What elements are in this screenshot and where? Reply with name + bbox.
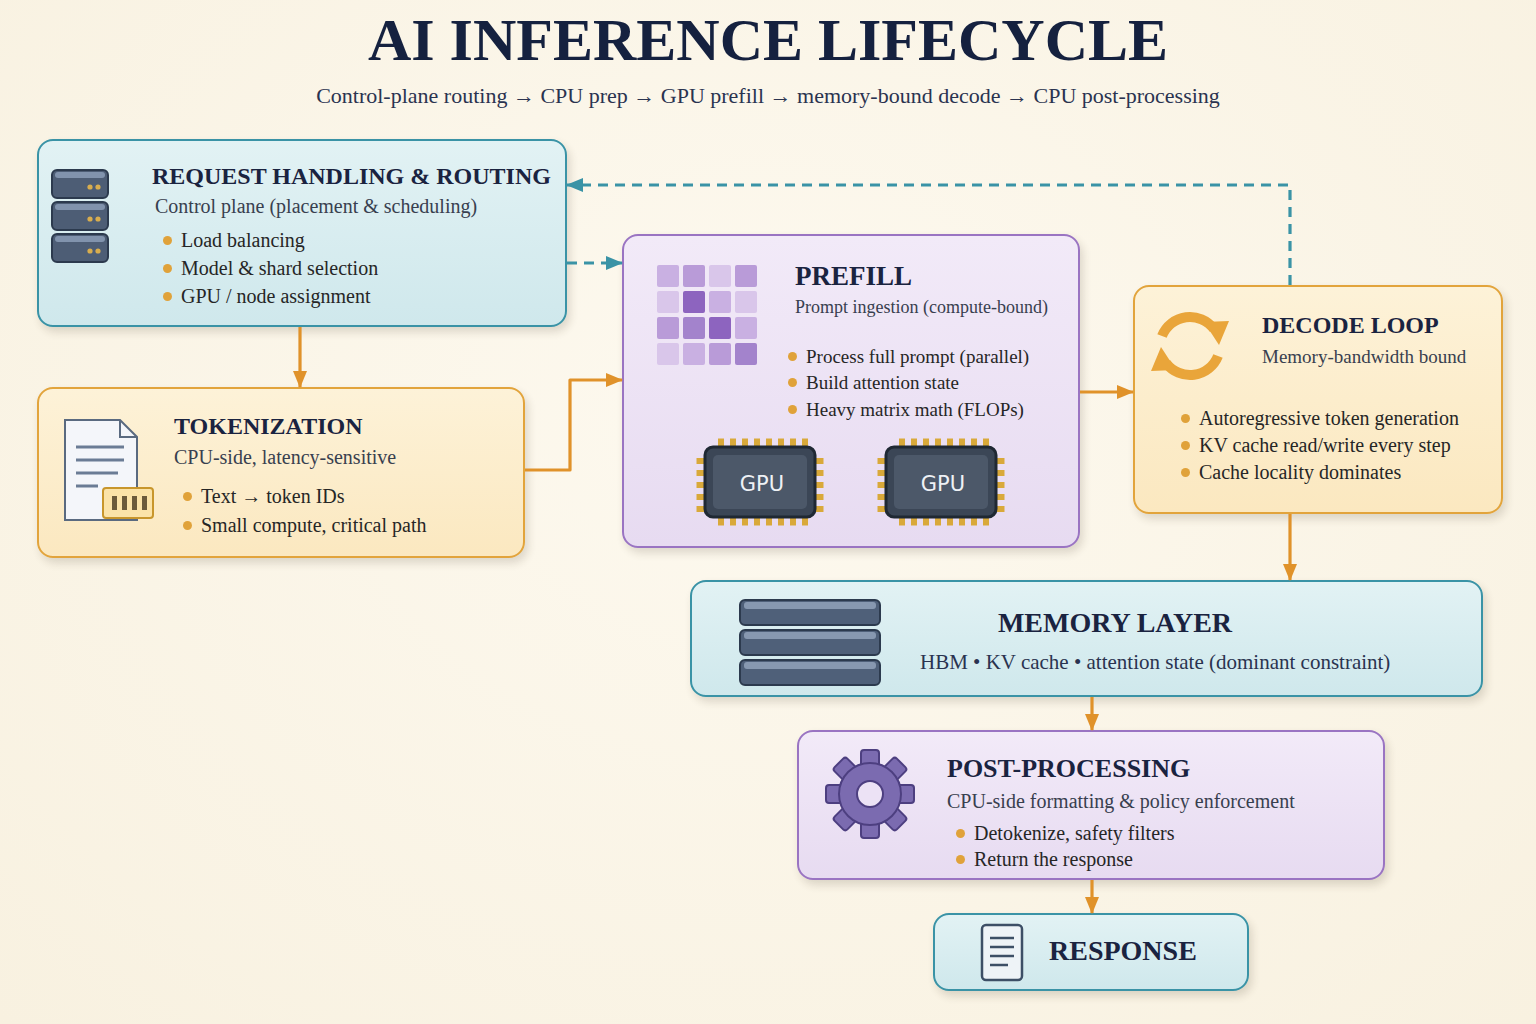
box-heading: TOKENIZATION	[174, 413, 363, 441]
bullet-item: Process full prompt (parallel)	[787, 346, 1029, 368]
bullet-item: GPU / node assignment	[162, 285, 370, 308]
bullet-item: Model & shard selection	[162, 257, 378, 280]
box-heading: RESPONSE	[1049, 935, 1197, 967]
postprocessing-box: POST-PROCESSING CPU-side formatting & pol…	[797, 730, 1385, 880]
bullet-item: Small compute, critical path	[182, 514, 427, 537]
routing-box: REQUEST HANDLING & ROUTING Control plane …	[37, 139, 567, 327]
box-subtitle: Control plane (placement & scheduling)	[155, 195, 477, 218]
gpu-chip: GPU	[878, 439, 1008, 529]
tokenization-box: TOKENIZATION CPU-side, latency-sensitiveT…	[37, 387, 525, 558]
memory-box: MEMORY LAYER HBM • KV cache • attention s…	[690, 580, 1483, 697]
bullet-item: Return the response	[955, 848, 1133, 871]
flow-arrow	[1288, 514, 1291, 580]
box-subtitle: Memory-bandwidth bound	[1262, 346, 1466, 368]
flow-arrow	[1090, 880, 1093, 913]
response-box: RESPONSE	[933, 913, 1249, 991]
bullet-item: Build attention state	[787, 372, 959, 394]
flow-arrow	[1090, 697, 1093, 730]
box-heading: PREFILL	[795, 261, 912, 292]
prefill-box: PREFILL Prompt ingestion (compute-bound) P…	[622, 234, 1080, 548]
bullet-item: Heavy matrix math (FLOPs)	[787, 399, 1024, 421]
box-subtitle: CPU-side formatting & policy enforcement	[947, 790, 1295, 813]
diagram-subtitle: Control-plane routing → CPU prep → GPU p…	[0, 83, 1536, 109]
box-heading: POST-PROCESSING	[947, 754, 1190, 784]
bullet-item: Autoregressive token generation	[1180, 407, 1459, 430]
memory-detail: HBM • KV cache • attention state (domina…	[920, 650, 1390, 674]
decode-box: DECODE LOOP Memory-bandwidth boundAutoreg…	[1133, 285, 1503, 514]
box-subtitle: Prompt ingestion (compute-bound)	[795, 297, 1048, 318]
box-heading: MEMORY LAYER	[998, 607, 1232, 639]
feedback-arrow	[567, 261, 622, 264]
chip-label: GPU	[878, 439, 1008, 529]
bullet-item: Cache locality dominates	[1180, 461, 1401, 484]
bullet-item: Detokenize, safety filters	[955, 822, 1174, 845]
flow-arrow	[298, 327, 301, 387]
bullet-item: Text → token IDs	[182, 485, 345, 508]
box-subtitle: CPU-side, latency-sensitive	[174, 446, 396, 469]
chip-label: GPU	[697, 439, 827, 529]
bullet-item: Load balancing	[162, 229, 305, 252]
diagram-title: AI INFERENCE LIFECYCLE	[0, 6, 1536, 75]
box-heading: REQUEST HANDLING & ROUTING	[152, 163, 551, 191]
gpu-chip: GPU	[697, 439, 827, 529]
box-heading: DECODE LOOP	[1262, 312, 1439, 340]
flow-arrow	[1080, 390, 1133, 393]
flow-arrow	[525, 380, 622, 470]
bullet-item: KV cache read/write every step	[1180, 434, 1451, 457]
